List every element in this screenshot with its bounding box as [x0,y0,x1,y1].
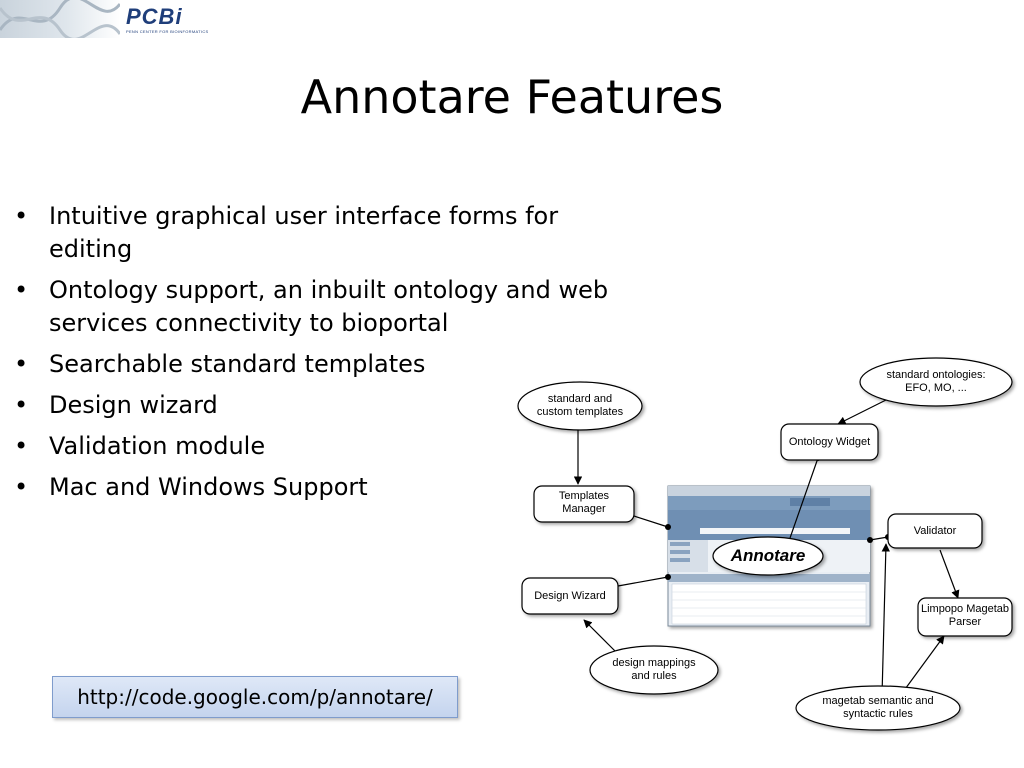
edge-rules-to-validator [881,543,890,697]
bullet-item: • Design wizard [8,389,648,422]
limpopo-node [917,597,1013,637]
annotare-node-shape [712,536,824,576]
design-wizard-node [521,577,619,615]
edge-validator-to-limpopo [939,549,960,599]
design-mappings-label: design mappings and rules [612,657,696,682]
magetab-rules-node [795,685,961,731]
bullet-text: Ontology support, an inbuilt ontology an… [49,276,609,337]
design-mappings-node [589,645,719,695]
logo: PCBi [126,4,183,29]
standard-templates-node [517,381,643,431]
ontology-widget-label: Ontology Widget [788,436,871,448]
bullet-item: • Validation module [8,430,648,463]
validator-node [887,513,983,549]
limpopo-label: Limpopo Magetab Parser [920,603,1010,628]
bullet-item: • Mac and Windows Support [8,471,648,504]
standard-templates-label: standard and custom templates [536,393,624,418]
bullet-item: • Searchable standard templates [8,348,648,381]
bullet-text: Mac and Windows Support [49,473,368,501]
bullet-icon: • [14,432,29,460]
logo-subtitle: PENN CENTER FOR BIOINFORMATICS [126,29,209,34]
bullet-list: • Intuitive graphical user interface form… [8,200,648,512]
dna-graphic [0,0,120,38]
design-wizard-label: Design Wizard [534,590,606,602]
url-link[interactable]: http://code.google.com/p/annotare/ [52,676,458,718]
edge-wizard-to-app [617,576,669,587]
bullet-text: Searchable standard templates [49,350,426,378]
bullet-text: Validation module [49,432,266,460]
edge-ontologies-to-widget [837,397,891,425]
standard-ontologies-node [859,357,1013,407]
app-screenshot [667,485,871,627]
templates-manager-node [533,485,635,523]
header-band: PCBi PENN CENTER FOR BIOINFORMATICS [0,0,1024,38]
dna-helix-icon [0,0,120,38]
ontology-widget-node [780,423,879,461]
standard-ontologies-label: standard ontologies: EFO, MO, ... [886,369,986,394]
bullet-icon: • [14,202,29,230]
bullet-icon: • [14,276,29,304]
edge-manager-to-app [633,515,669,528]
bullet-text: Intuitive graphical user interface forms… [49,202,559,263]
slide-title: Annotare Features [300,70,724,124]
annotare-label: Annotare [730,546,806,565]
edge-widget-to-app [789,457,819,539]
bullet-item: • Intuitive graphical user interface form… [8,200,648,266]
edge-app-to-validator [869,536,889,541]
bullet-icon: • [14,391,29,419]
templates-manager-label: Templates Manager [558,490,610,515]
validator-label: Validator [913,525,957,537]
bullet-icon: • [14,350,29,378]
bullet-item: • Ontology support, an inbuilt ontology a… [8,274,648,340]
edge-mappings-to-wizard [583,619,621,657]
bullet-icon: • [14,473,29,501]
magetab-rules-label: magetab semantic and syntactic rules [822,695,934,720]
edge-rules-to-limpopo [899,635,945,697]
bullet-text: Design wizard [49,391,218,419]
